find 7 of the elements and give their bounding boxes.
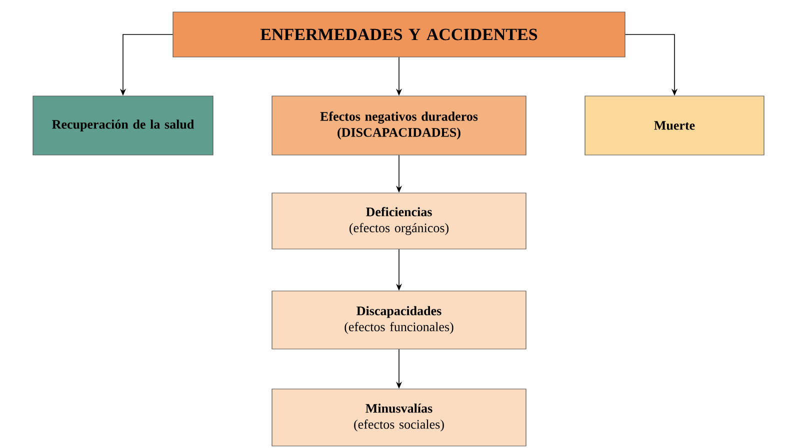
process-box: Efectos negativos duraderos (DISCAPACIDADES) — [272, 96, 526, 156]
process-box: Muerte — [584, 96, 764, 156]
process-box: Deficiencias (efectos orgánicos) — [272, 192, 526, 250]
process-box: ENFERMEDADES Y ACCIDENTES — [172, 12, 626, 58]
process-box: Discapacidades (efectos funcionales) — [272, 290, 526, 350]
process-box: Recuperación de la salud — [32, 96, 214, 156]
process-box: Minusvalías (efectos sociales) — [272, 388, 526, 446]
